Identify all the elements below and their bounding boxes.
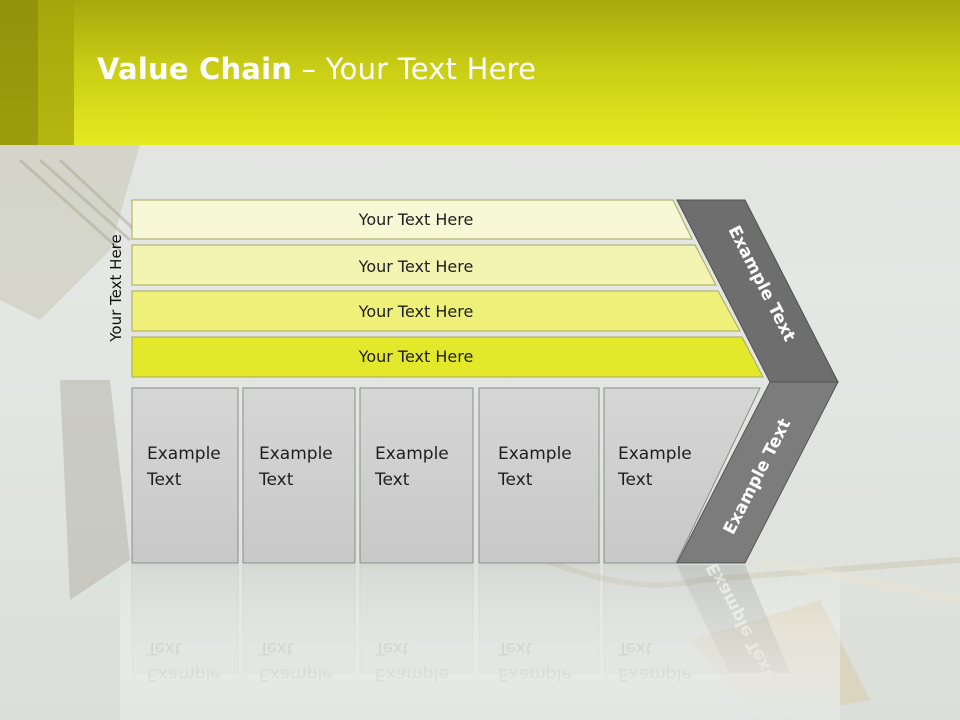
header-accent-strip [0, 0, 38, 145]
row-2-label: Your Text Here [358, 257, 474, 276]
box-3-shape [359, 387, 474, 564]
box-2[interactable]: Example Text [242, 387, 356, 564]
box-4[interactable]: Example Text [478, 387, 600, 564]
box-5-line2: Text [617, 470, 653, 490]
box-3[interactable]: Example Text [359, 387, 474, 564]
row-3-label: Your Text Here [358, 302, 474, 321]
row-1-shape [131, 199, 693, 240]
box-4-line2: Text [497, 470, 533, 490]
row-4-label: Your Text Here [358, 347, 474, 366]
row-4[interactable]: Your Text Here [131, 336, 764, 378]
box-2-line1: Example [259, 444, 333, 464]
box-4-shape [478, 387, 600, 564]
title-bold: Value Chain [97, 52, 293, 86]
row-3[interactable]: Your Text Here [131, 290, 741, 332]
slide-title[interactable]: Value Chain – Your Text Here [97, 52, 536, 86]
box-2-line2: Text [258, 470, 294, 490]
box-5-line1: Example [618, 444, 692, 464]
box-4-line1: Example [498, 444, 572, 464]
box-3-line2: Text [374, 470, 410, 490]
box-2-shape [242, 387, 356, 564]
reflection-fade [120, 563, 840, 720]
row-1[interactable]: Your Text Here [131, 199, 693, 240]
box-1-line2: Text [146, 470, 182, 490]
header-accent-strip [38, 0, 74, 145]
row-2[interactable]: Your Text Here [131, 244, 717, 286]
row-3-shape [131, 290, 741, 332]
box-1-shape [131, 387, 239, 564]
row-4-shape [131, 336, 764, 378]
row-2-shape [131, 244, 717, 286]
title-rest: – Your Text Here [292, 52, 537, 86]
box-1[interactable]: Example Text [131, 387, 239, 564]
box-1-line1: Example [147, 444, 221, 464]
header-bar: Value Chain – Your Text Here [0, 0, 960, 145]
row-1-label: Your Text Here [358, 210, 474, 229]
box-3-line1: Example [375, 444, 449, 464]
